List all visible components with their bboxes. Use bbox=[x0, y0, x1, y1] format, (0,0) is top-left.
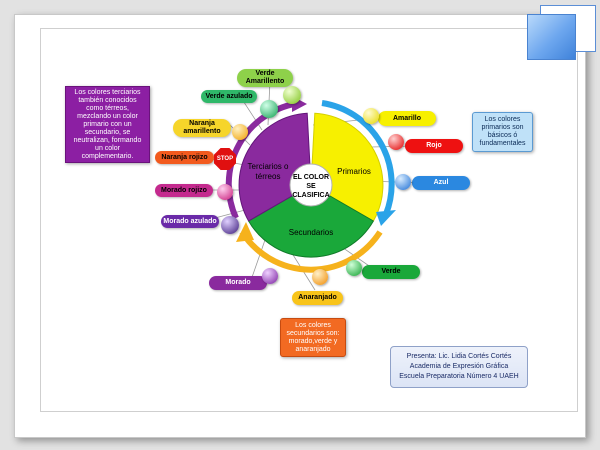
pill-anaranjado-label: Anaranjado bbox=[298, 294, 337, 301]
pill-naranja-amarillento: Naranja amarillento bbox=[173, 119, 231, 137]
amarillo-bubble-icon bbox=[363, 108, 379, 124]
note-terciarios: Los colores terciarios también conocidos… bbox=[65, 86, 150, 163]
pill-morado: Morado bbox=[209, 276, 267, 290]
pill-morado-azulado-label: Morado azulado bbox=[163, 217, 217, 225]
pill-verde-label: Verde bbox=[381, 268, 401, 275]
pill-morado-label: Morado bbox=[225, 279, 251, 286]
pill-azul-label: Azul bbox=[433, 179, 449, 186]
center-line-3: CLASIFICA bbox=[292, 192, 329, 199]
morado-rojizo-bubble-icon bbox=[217, 184, 233, 200]
verde-amarillento-bubble-icon bbox=[283, 86, 301, 104]
presenter-line-1: Presenta: Lic. Lidia Cortés Cortés bbox=[406, 353, 512, 360]
morado-bubble-icon bbox=[262, 268, 278, 284]
naranja-amarillento-bubble-icon bbox=[232, 124, 248, 140]
pill-azul: Azul bbox=[412, 176, 470, 190]
center-line-2: SE bbox=[306, 183, 316, 190]
pill-verde: Verde bbox=[362, 265, 420, 279]
primarios-arrowhead bbox=[376, 210, 396, 226]
note-secundarios: Los colores secundarios son: morado,verd… bbox=[280, 318, 346, 357]
note-primarios-text: Los colores primarios son básicos ó fund… bbox=[479, 116, 526, 147]
pill-verde-amarillento: Verde Amarillento bbox=[237, 69, 293, 87]
pill-anaranjado: Anaranjado bbox=[292, 291, 343, 305]
center-line-1: EL COLOR bbox=[293, 174, 329, 181]
stop-sign-label: STOP bbox=[216, 156, 234, 162]
pill-rojo: Rojo bbox=[405, 139, 463, 153]
presenter-box: Presenta: Lic. Lidia Cortés Cortés Acade… bbox=[390, 346, 528, 388]
pill-naranja-rojizo: Naranja rojizo bbox=[155, 151, 214, 164]
rojo-bubble-icon bbox=[388, 134, 404, 150]
center-circle bbox=[289, 163, 333, 207]
pill-amarillo-label: Amarillo bbox=[392, 114, 421, 122]
pill-rojo-label: Rojo bbox=[426, 142, 442, 149]
pill-amarillo: Amarillo bbox=[378, 111, 436, 126]
terciarios-arrow bbox=[225, 100, 301, 220]
note-secundarios-text: Los colores secundarios son: morado,verd… bbox=[286, 321, 340, 353]
pill-verde-amarillento-line2: Amarillento bbox=[245, 78, 285, 85]
note-primarios: Los colores primarios son básicos ó fund… bbox=[472, 112, 533, 152]
primarios-arrow bbox=[321, 100, 395, 216]
anaranjado-bubble-icon bbox=[312, 269, 328, 285]
azul-bubble-icon bbox=[395, 174, 411, 190]
pill-morado-azulado: Morado azulado bbox=[161, 215, 219, 228]
morado-azulado-bubble-icon bbox=[221, 216, 239, 234]
pill-morado-rojizo: Morado rojizo bbox=[155, 184, 213, 197]
secundarios-arrow bbox=[239, 230, 383, 273]
secundarios-arrowhead bbox=[236, 222, 254, 242]
terciarios-label-2: térreos bbox=[256, 172, 281, 181]
note-terciarios-text: Los colores terciarios también conocidos… bbox=[73, 88, 142, 160]
pill-naranja-rojizo-label: Naranja rojizo bbox=[161, 153, 208, 161]
pill-verde-azulado: Verde azulado bbox=[201, 90, 257, 103]
pill-naranja-amarillento-line1: Naranja bbox=[189, 120, 215, 127]
secundarios-label: Secundarios bbox=[289, 228, 333, 237]
presenter-line-3: Escuela Preparatoria Número 4 UAEH bbox=[399, 373, 519, 380]
presenter-line-2: Academia de Expresión Gráfica bbox=[409, 363, 509, 370]
corner-square-gradient bbox=[527, 14, 576, 60]
pill-verde-azulado-label: Verde azulado bbox=[205, 92, 253, 100]
pill-morado-rojizo-label: Morado rojizo bbox=[161, 186, 207, 194]
verde-azulado-bubble-icon bbox=[260, 100, 278, 118]
verde-bubble-icon bbox=[346, 260, 362, 276]
terciarios-label-1: Terciarios o bbox=[248, 162, 289, 171]
pill-naranja-amarillento-line2: amarillento bbox=[183, 128, 221, 135]
primarios-label: Primarios bbox=[337, 167, 371, 176]
pill-verde-amarillento-line1: Verde bbox=[255, 70, 275, 77]
stop-sign-icon: STOP bbox=[214, 148, 236, 170]
